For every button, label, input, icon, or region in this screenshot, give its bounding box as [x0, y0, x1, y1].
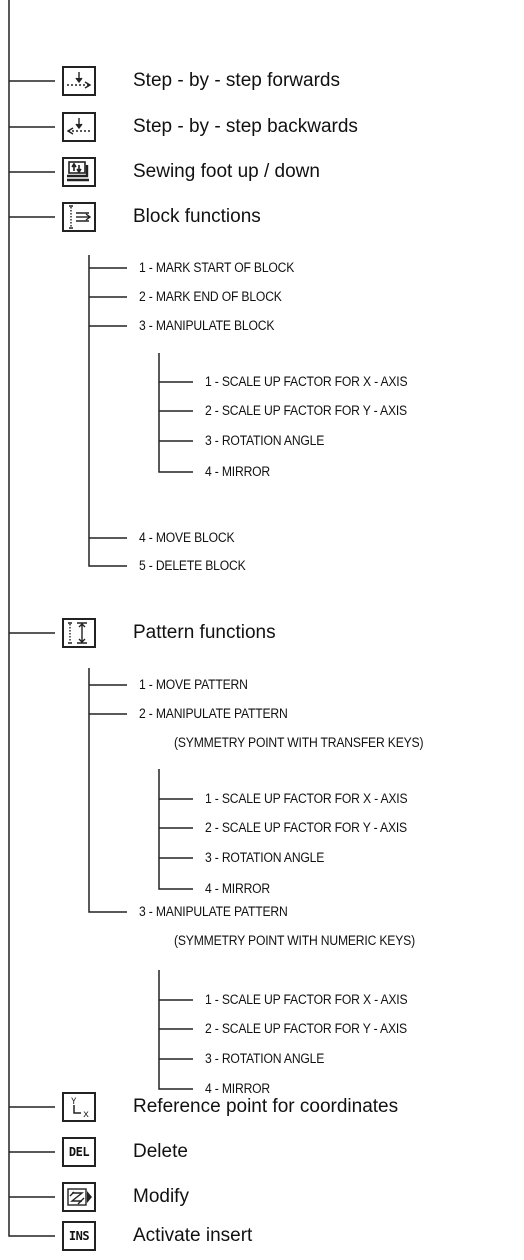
delete-icon[interactable]: DEL [62, 1137, 96, 1167]
delete-icon-text: DEL [68, 1145, 90, 1159]
block-item-move: 4 - MOVE BLOCK [139, 530, 235, 545]
pattern-note-transfer-keys: (SYMMETRY POINT WITH TRANSFER KEYS) [174, 735, 424, 750]
modify-label: Modify [133, 1186, 189, 1207]
pattern-numeric-scale-y: 2 - SCALE UP FACTOR FOR Y - AXIS [205, 1021, 407, 1036]
pattern-transfer-rotation: 3 - ROTATION ANGLE [205, 850, 325, 865]
block-manipulate-rotation: 3 - ROTATION ANGLE [205, 433, 325, 448]
reference-point-icon[interactable]: Y x [62, 1092, 96, 1122]
pattern-item-move: 1 - MOVE PATTERN [139, 677, 248, 692]
pattern-transfer-mirror: 4 - MIRROR [205, 881, 271, 896]
sewing-foot-icon[interactable] [62, 157, 96, 187]
step-backward-icon[interactable] [62, 112, 96, 142]
step-forward-label: Step - by - step forwards [133, 70, 340, 91]
reference-point-x-text: x [83, 1109, 89, 1120]
reference-point-y-text: Y [71, 1097, 77, 1107]
step-backward-label: Step - by - step backwards [133, 116, 358, 137]
insert-icon[interactable]: INS [62, 1221, 96, 1251]
block-functions-label: Block functions [133, 206, 261, 227]
pattern-functions-icon[interactable] [62, 618, 96, 648]
pattern-transfer-scale-y: 2 - SCALE UP FACTOR FOR Y - AXIS [205, 820, 407, 835]
pattern-numeric-mirror: 4 - MIRROR [205, 1081, 271, 1096]
insert-label: Activate insert [133, 1225, 253, 1246]
block-manipulate-scale-x: 1 - SCALE UP FACTOR FOR X - AXIS [205, 374, 408, 389]
pattern-item-manipulate-transfer: 2 - MANIPULATE PATTERN [139, 706, 288, 721]
block-manipulate-mirror: 4 - MIRROR [205, 464, 271, 479]
delete-label: Delete [133, 1141, 188, 1162]
pattern-functions-label: Pattern functions [133, 622, 276, 643]
modify-icon[interactable] [62, 1182, 96, 1212]
block-manipulate-scale-y: 2 - SCALE UP FACTOR FOR Y - AXIS [205, 403, 407, 418]
block-item-delete: 5 - DELETE BLOCK [139, 558, 246, 573]
pattern-numeric-rotation: 3 - ROTATION ANGLE [205, 1051, 325, 1066]
step-forward-icon[interactable] [62, 66, 96, 96]
block-item-mark-start: 1 - MARK START OF BLOCK [139, 260, 295, 275]
pattern-numeric-scale-x: 1 - SCALE UP FACTOR FOR X - AXIS [205, 992, 408, 1007]
block-functions-icon[interactable] [62, 202, 96, 232]
block-item-manipulate: 3 - MANIPULATE BLOCK [139, 318, 275, 333]
pattern-note-numeric-keys: (SYMMETRY POINT WITH NUMERIC KEYS) [174, 933, 415, 948]
insert-icon-text: INS [68, 1229, 90, 1243]
reference-point-label: Reference point for coordinates [133, 1096, 399, 1117]
sewing-foot-label: Sewing foot up / down [133, 161, 320, 182]
block-item-mark-end: 2 - MARK END OF BLOCK [139, 289, 282, 304]
pattern-transfer-scale-x: 1 - SCALE UP FACTOR FOR X - AXIS [205, 791, 408, 806]
pattern-item-manipulate-numeric: 3 - MANIPULATE PATTERN [139, 904, 288, 919]
